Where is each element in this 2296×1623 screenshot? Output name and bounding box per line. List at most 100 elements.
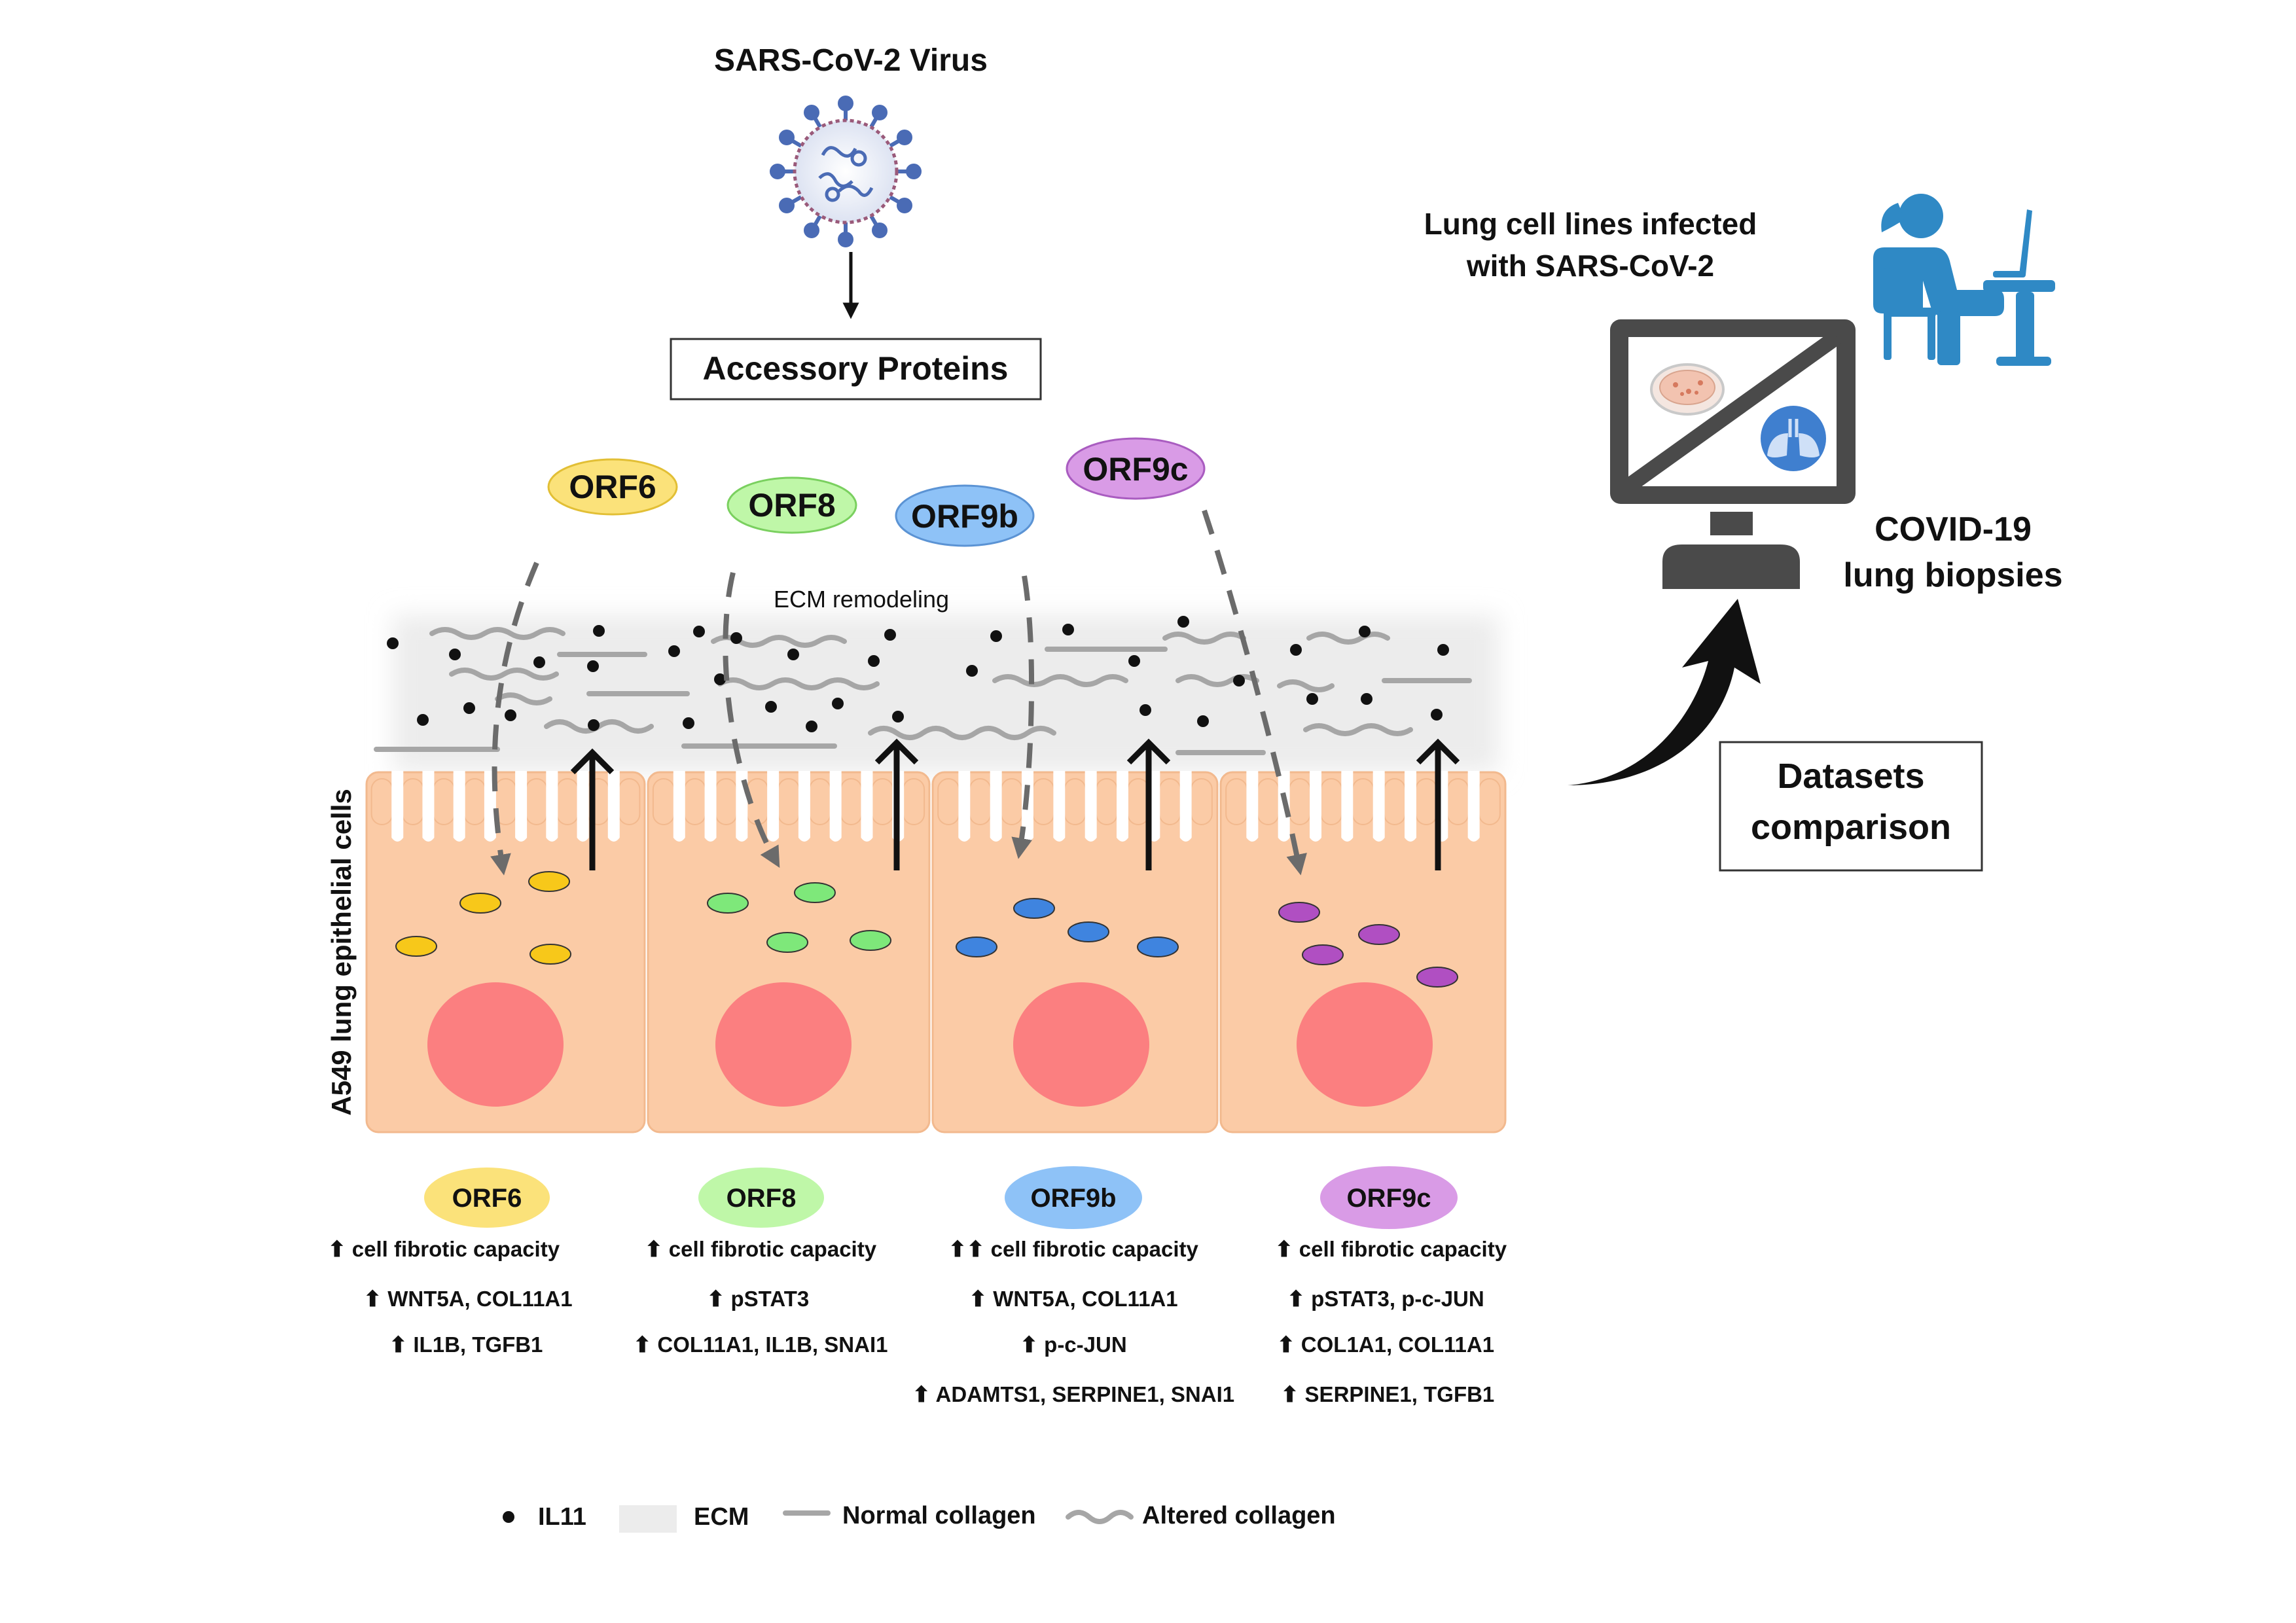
cell-side-label: A549 lung epithelial cells bbox=[326, 789, 357, 1116]
effect-line: ⬆ WNT5A, COL11A1 bbox=[363, 1287, 572, 1311]
lung-lines-title-2: with SARS-CoV-2 bbox=[1466, 249, 1714, 283]
effect-line: ⬆ cell fibrotic capacity bbox=[1275, 1237, 1507, 1261]
microvillus bbox=[1446, 778, 1469, 825]
orf6-top-ellipse bbox=[547, 458, 678, 516]
microvillus-gap bbox=[577, 771, 589, 842]
effect-line: ⬆ COL1A1, COL11A1 bbox=[1277, 1332, 1494, 1357]
lung-lines-title-1: Lung cell lines infected bbox=[1424, 207, 1757, 241]
effect-line: ⬆ cell fibrotic capacity bbox=[645, 1237, 877, 1261]
microvillus bbox=[1257, 778, 1280, 825]
il11-secretion-arrows bbox=[570, 738, 1460, 870]
microvillus-gap bbox=[515, 771, 528, 842]
orf6-top-label: ORF6 bbox=[569, 469, 656, 505]
microvillus-gap bbox=[1405, 771, 1416, 842]
microvillus bbox=[937, 778, 960, 825]
datasets-comparison-1: Datasets bbox=[1777, 757, 1924, 796]
orf8-effect-ellipse bbox=[698, 1168, 824, 1228]
collagen-fibers bbox=[374, 627, 1472, 755]
nucleus bbox=[1013, 982, 1149, 1107]
microvillus bbox=[1415, 778, 1438, 825]
microvillus-gap bbox=[1179, 771, 1192, 842]
microvillus bbox=[463, 778, 486, 825]
orf8-top-ellipse bbox=[726, 476, 857, 534]
cells bbox=[365, 771, 1507, 1133]
microvillus bbox=[871, 778, 894, 825]
orf-top-row: ORF6 ORF8 ORF9b ORF9c bbox=[547, 437, 1206, 547]
effects-panel: ORF6 ORF8 ORF9b ORF9c ⬆ cell fibrotic ca… bbox=[328, 1166, 1507, 1406]
legend-il11-dot bbox=[503, 1511, 514, 1523]
nucleus bbox=[1297, 982, 1433, 1107]
microvillus bbox=[1158, 778, 1181, 825]
datasets-comparison-box bbox=[1719, 741, 1983, 872]
microvillus bbox=[840, 778, 863, 825]
virus-title: SARS-CoV-2 Virus bbox=[714, 43, 988, 78]
microvillus bbox=[401, 778, 424, 825]
ecm-remodeling-label: ECM remodeling bbox=[774, 586, 949, 613]
datasets-comparison-2: comparison bbox=[1751, 808, 1951, 847]
microvillus-gap bbox=[829, 771, 842, 842]
microvillus-gap bbox=[704, 771, 717, 842]
microvillus-gap bbox=[1246, 771, 1259, 842]
legend-altered-collagen-line bbox=[1066, 1510, 1134, 1524]
microvillus bbox=[1000, 778, 1023, 825]
effect-line: ⬆ COL11A1, IL1B, SNAI1 bbox=[634, 1332, 888, 1357]
nucleus bbox=[427, 982, 564, 1107]
microvillus-gap bbox=[1053, 771, 1066, 842]
lungs-icon bbox=[1761, 406, 1826, 471]
microvillus-gap bbox=[861, 771, 873, 842]
microvillus bbox=[1288, 778, 1311, 825]
il11-dots bbox=[387, 616, 1449, 732]
legend-ecm-swatch bbox=[619, 1505, 677, 1533]
effect-line: ⬆ pSTAT3 bbox=[707, 1287, 810, 1311]
microvillus bbox=[1064, 778, 1086, 825]
microvillus bbox=[652, 778, 675, 825]
microvillus-gap bbox=[391, 771, 404, 842]
microvillus-gap bbox=[1372, 771, 1385, 842]
microvillus-gap bbox=[958, 771, 971, 842]
microvillus bbox=[1478, 778, 1501, 825]
microvillus bbox=[556, 778, 579, 825]
microvillus bbox=[1352, 778, 1374, 825]
orf9c-top-ellipse bbox=[1066, 437, 1206, 500]
orf9b-top-label: ORF9b bbox=[911, 498, 1018, 535]
microvillus-gap bbox=[767, 771, 780, 842]
effect-line: ⬆ pSTAT3, p-c-JUN bbox=[1287, 1287, 1484, 1311]
legend-il11-label: IL11 bbox=[538, 1503, 586, 1531]
microvillus-gap bbox=[546, 771, 558, 842]
legend-ecm-label: ECM bbox=[694, 1503, 749, 1531]
orf6-effect-title: ORF6 bbox=[452, 1184, 522, 1213]
computer-monitor-icon bbox=[1610, 319, 1856, 589]
orf9b-effect-ellipse bbox=[1005, 1166, 1142, 1229]
microvillus-gap bbox=[1117, 771, 1128, 842]
microvillus bbox=[525, 778, 548, 825]
microvillus bbox=[778, 778, 800, 825]
accessory-proteins-label: Accessory Proteins bbox=[703, 350, 1009, 387]
protein-entry-arrows bbox=[490, 509, 1307, 876]
covid-biopsies-1: COVID-19 bbox=[1874, 510, 2032, 548]
legend-normal-collagen-label: Normal collagen bbox=[842, 1502, 1036, 1529]
orf8-effect-title: ORF8 bbox=[726, 1184, 797, 1213]
microvillus bbox=[1320, 778, 1343, 825]
microvillus-gap bbox=[1085, 771, 1097, 842]
microvillus bbox=[1032, 778, 1055, 825]
microvillus bbox=[808, 778, 831, 825]
microvillus bbox=[1225, 778, 1248, 825]
effect-line: ⬆ IL1B, TGFB1 bbox=[389, 1332, 543, 1357]
orf9c-effect-title: ORF9c bbox=[1347, 1184, 1431, 1213]
effect-line: ⬆ ADAMTS1, SERPINE1, SNAI1 bbox=[912, 1382, 1234, 1406]
orf9b-effect-title: ORF9b bbox=[1030, 1184, 1116, 1213]
microvillus bbox=[715, 778, 738, 825]
microvillus-gap bbox=[798, 771, 810, 842]
effect-line: ⬆ p-c-JUN bbox=[1020, 1332, 1126, 1357]
orf6-effect-ellipse bbox=[424, 1168, 550, 1228]
orf9c-effect-ellipse bbox=[1320, 1166, 1458, 1229]
microvillus bbox=[969, 778, 992, 825]
covid-biopsies-2: lung biopsies bbox=[1843, 556, 2062, 594]
accessory-proteins-box bbox=[670, 338, 1042, 401]
microvillus-gap bbox=[990, 771, 1002, 842]
person-at-desk-icon bbox=[1873, 194, 2055, 366]
microvillus bbox=[618, 778, 641, 825]
microvillus bbox=[1190, 778, 1213, 825]
legend-altered-collagen-label: Altered collagen bbox=[1142, 1502, 1336, 1529]
